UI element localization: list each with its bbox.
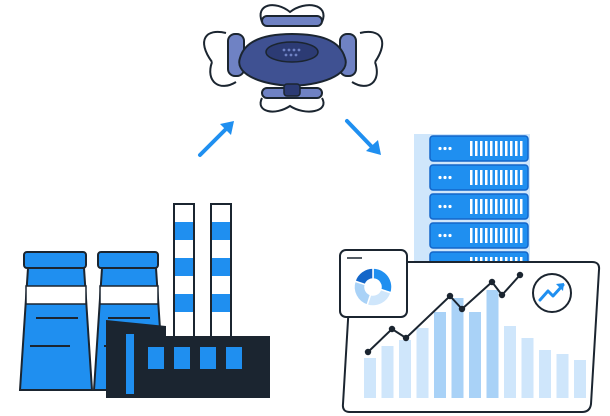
server-unit: [429, 193, 529, 220]
trend-point: [458, 305, 466, 313]
bar: [574, 360, 586, 398]
drone-guard-right: [351, 30, 384, 87]
drone-guard-left: [203, 30, 237, 87]
trend-point: [402, 334, 410, 342]
factory-icon: [18, 203, 270, 398]
pie-chart-icon: [353, 267, 393, 307]
drone-camera: [283, 83, 301, 97]
factory-window: [226, 347, 242, 369]
trend-up-icon: [532, 273, 572, 313]
cooling-tower-left: [18, 251, 94, 391]
analytics-dashboard-icon: [339, 249, 601, 413]
trend-point: [446, 292, 454, 300]
trend-point: [516, 271, 524, 279]
bar: [539, 350, 551, 398]
bar: [504, 326, 516, 398]
chimney-left: [173, 203, 195, 345]
drone-top-panel: [265, 41, 319, 63]
server-unit: [429, 222, 529, 249]
drone-guard-top: [259, 4, 325, 23]
bar: [486, 290, 499, 398]
trend-point: [498, 291, 506, 299]
bar: [451, 298, 464, 398]
factory-window: [174, 347, 190, 369]
bar: [381, 346, 394, 398]
bar: [399, 340, 411, 398]
bar: [364, 358, 376, 398]
chimney-right: [210, 203, 232, 345]
trend-point: [488, 278, 496, 286]
bar: [416, 328, 429, 398]
server-unit: [429, 164, 529, 191]
pie-chart-card: [339, 249, 408, 318]
drone-icon: [203, 4, 384, 113]
server-unit: [429, 135, 529, 162]
factory-window: [148, 347, 164, 369]
bar: [469, 312, 481, 398]
drone-vent-dots: [282, 48, 301, 57]
bar: [521, 338, 534, 398]
pie-slice: [353, 267, 374, 286]
factory-building: [106, 320, 270, 398]
arrow-up-right-icon: [198, 121, 234, 157]
arrow-down-right-icon: [345, 119, 381, 155]
factory-window: [200, 347, 216, 369]
trend-point: [388, 325, 396, 333]
bar: [434, 312, 446, 398]
trend-point: [364, 348, 372, 356]
drone-rotor-top: [261, 15, 323, 27]
bar: [556, 354, 569, 398]
drone-guard-bottom: [259, 97, 325, 113]
